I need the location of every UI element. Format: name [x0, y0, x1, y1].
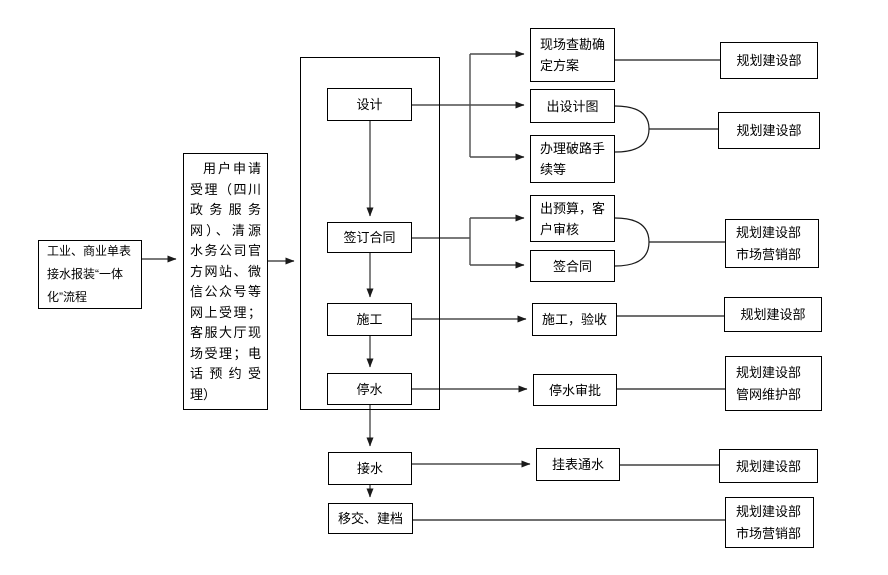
dept-contract: 规划建设部 市场营销部: [725, 219, 819, 268]
node-contract: 签订合同: [327, 222, 412, 253]
dept-construct: 规划建设部: [724, 297, 822, 332]
node-meter-water: 挂表通水: [536, 448, 620, 481]
node-budget-review: 出预算，客户审核: [530, 195, 615, 242]
node-stop-water: 停水: [327, 373, 412, 405]
node-connect-water: 接水: [328, 452, 412, 485]
dept-connect: 规划建设部: [719, 449, 818, 483]
dept-stop: 规划建设部 管网维护部: [725, 356, 822, 411]
dept-transfer: 规划建设部 市场营销部: [725, 497, 814, 548]
node-apply: 用户申请受理（四川政务服务网）、清源水务公司官方网站、微信公众号等网上受理；客服…: [183, 153, 268, 410]
node-design: 设计: [327, 88, 412, 121]
node-stop-approval: 停水审批: [533, 374, 617, 406]
node-construct-accept: 施工，验收: [532, 303, 617, 336]
bracket-drawing-road: [614, 105, 650, 153]
node-transfer-archive: 移交、建档: [328, 503, 413, 534]
node-construction: 施工: [327, 303, 412, 336]
node-start: 工业、商业单表接水报装“一体化”流程: [38, 240, 142, 309]
bracket-budget-sign: [614, 217, 650, 267]
node-drawing: 出设计图: [530, 89, 615, 123]
dept-survey: 规划建设部: [720, 42, 818, 79]
dept-design: 规划建设部: [718, 112, 820, 149]
node-road-permit: 办理破路手续等: [530, 135, 615, 183]
stages-container-frame: [300, 57, 440, 410]
node-survey: 现场查勘确定方案: [530, 28, 615, 82]
node-sign-contract: 签合同: [530, 250, 615, 282]
